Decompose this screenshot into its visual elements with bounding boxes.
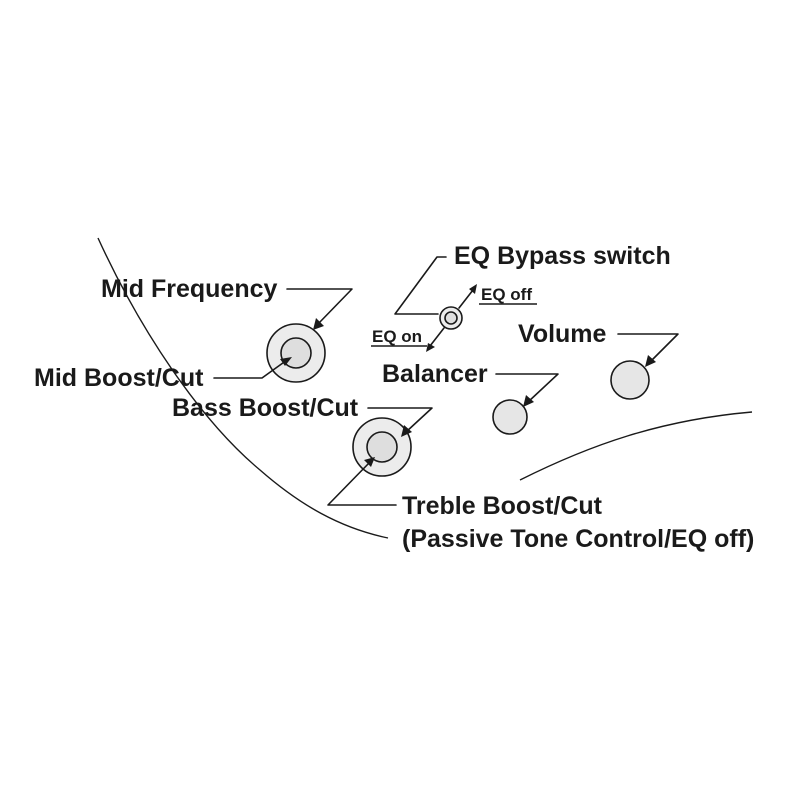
eq-off-label: EQ off [481,285,532,304]
balancer-label: Balancer [382,360,488,388]
treble-boost-cut-label: Treble Boost/Cut [402,492,603,520]
treble-boost-cut-knob [366,431,398,463]
bass-treble-concentric-knob [352,417,412,477]
body-outline-right [519,411,753,481]
bass-boost-cut-leader [367,407,433,433]
eq-bypass-switch [439,306,463,330]
eq-off-arrow-line [458,289,474,309]
bass-boost-cut-arrow [401,425,412,437]
volume-knob [610,360,650,400]
mid-boost-cut-arrow [280,357,292,366]
eq-bypass-leader [394,256,447,315]
mid-concentric-knob [266,323,326,383]
volume-leader [617,333,679,363]
volume-label: Volume [518,320,607,348]
mid-frequency-arrow [313,318,324,330]
eq-bypass-switch-label: EQ Bypass switch [454,242,671,270]
balancer-knob [492,399,528,435]
treble-boost-cut-leader [327,461,397,506]
balancer-arrow [523,395,534,407]
treble-boost-cut-arrow [364,457,375,467]
treble-note-label: (Passive Tone Control/EQ off) [402,525,754,553]
mid-frequency-label: Mid Frequency [101,275,278,303]
body-outline-left [97,237,389,539]
balancer-leader [495,373,559,403]
bass-boost-cut-label: Bass Boost/Cut [172,394,359,422]
mid-boost-cut-leader [213,359,288,379]
eq-off-arrowhead [469,284,477,294]
eq-on-arrowhead [426,343,435,352]
mid-boost-cut-label: Mid Boost/Cut [34,364,204,392]
eq-on-label: EQ on [372,327,422,346]
mid-frequency-leader [286,288,353,325]
eq-on-arrow-line [429,327,445,347]
volume-arrow [645,355,656,367]
